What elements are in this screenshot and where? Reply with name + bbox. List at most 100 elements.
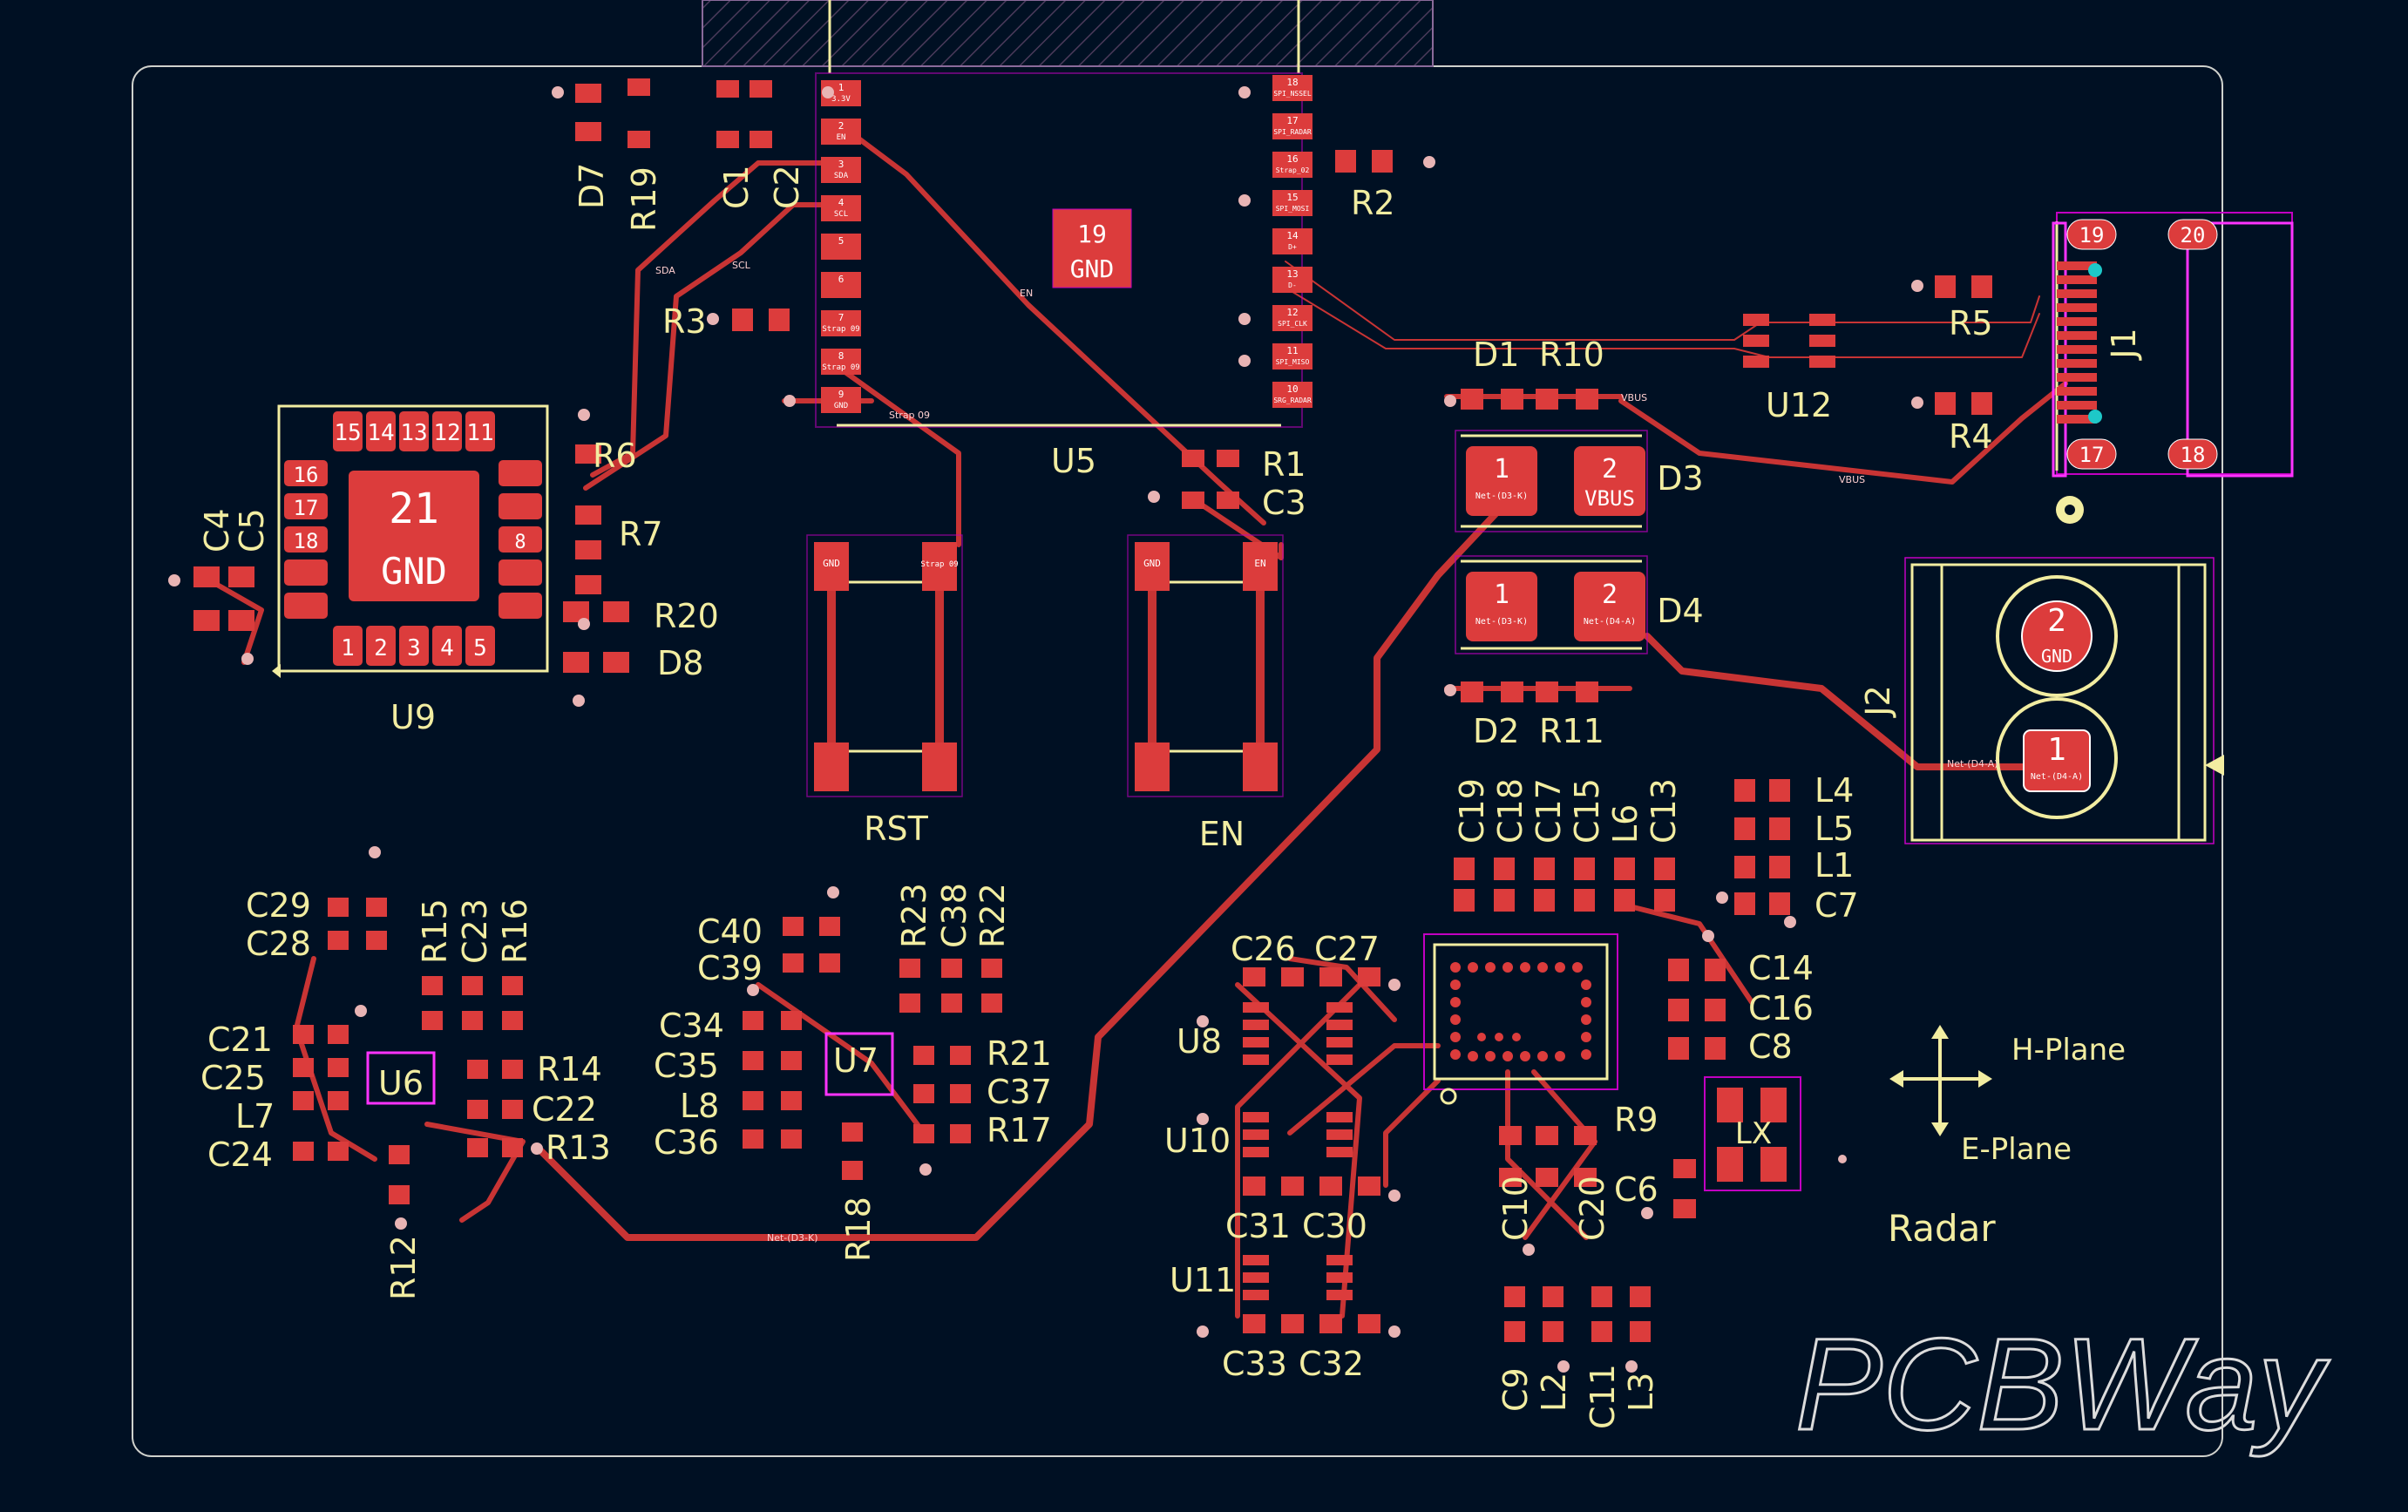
- rst-button[interactable]: GND Strap 09 RST: [806, 534, 963, 848]
- rst-button-label: RST: [864, 810, 929, 848]
- svg-text:5: 5: [838, 235, 844, 247]
- svg-text:R20: R20: [654, 597, 719, 635]
- svg-text:C36: C36: [654, 1123, 719, 1162]
- svg-text:C38: C38: [935, 883, 973, 948]
- svg-text:U7: U7: [833, 1041, 878, 1080]
- svg-text:R13: R13: [546, 1129, 611, 1167]
- svg-text:L3: L3: [1622, 1373, 1660, 1412]
- radar-label: Radar: [1888, 1207, 1996, 1250]
- svg-text:12: 12: [1286, 307, 1298, 318]
- svg-text:2: 2: [374, 635, 388, 661]
- svg-text:C14: C14: [1748, 949, 1814, 987]
- svg-text:14: 14: [367, 420, 394, 446]
- svg-text:SDA: SDA: [655, 265, 675, 276]
- u9-left-pin-numbers: 16 17 18: [294, 463, 319, 553]
- svg-text:U10: U10: [1164, 1122, 1231, 1160]
- svg-text:R15: R15: [416, 898, 454, 964]
- inductor-lx[interactable]: LX: [1704, 1076, 1801, 1191]
- svg-text:13: 13: [1286, 268, 1298, 280]
- svg-text:5: 5: [473, 635, 487, 661]
- pcbway-watermark: PCBWay: [1795, 1311, 2330, 1457]
- svg-text:R6: R6: [593, 437, 637, 475]
- svg-text:R7: R7: [619, 515, 663, 553]
- ic-u6[interactable]: [366, 1051, 436, 1105]
- svg-text:C6: C6: [1614, 1170, 1658, 1209]
- svg-text:C4: C4: [198, 508, 236, 553]
- svg-text:1: 1: [341, 635, 355, 661]
- svg-text:C2: C2: [768, 165, 806, 209]
- u9-left-pads: [284, 460, 328, 619]
- svg-text:L2: L2: [1535, 1373, 1573, 1412]
- svg-text:C5: C5: [233, 508, 271, 553]
- u5-module[interactable]: 1 2 3 4 5 6 7 8 9 3.3V EN SDA SCL Strap …: [815, 72, 1313, 480]
- svg-text:R5: R5: [1949, 304, 1993, 342]
- svg-text:SPI_NSSEL: SPI_NSSEL: [1273, 90, 1312, 98]
- svg-text:R2: R2: [1351, 184, 1395, 222]
- svg-text:EN: EN: [1020, 288, 1033, 299]
- svg-text:Strap 09: Strap 09: [822, 363, 859, 372]
- svg-text:D8: D8: [657, 644, 703, 682]
- svg-text:C39: C39: [697, 949, 763, 987]
- svg-text:R23: R23: [895, 883, 933, 948]
- svg-text:19: 19: [2079, 223, 2105, 247]
- svg-text:11: 11: [1286, 345, 1298, 356]
- svg-text:C11: C11: [1584, 1364, 1622, 1429]
- passive-components: [193, 78, 1992, 1342]
- svg-text:EN: EN: [1254, 558, 1265, 569]
- u9-ref: U9: [390, 698, 436, 736]
- u5-left-pin-numbers: 1 2 3 4 5 6 7 8 9: [838, 82, 844, 400]
- connector-j2[interactable]: 2 GND 1 Net-(D4-A) J2: [1859, 557, 2224, 844]
- svg-text:18: 18: [1286, 77, 1298, 88]
- svg-text:R9: R9: [1614, 1101, 1658, 1139]
- trace-net-labels: VBUS VBUS Net-(D3-K) Net-(D4-A) SDA SCL …: [655, 260, 1998, 1244]
- svg-text:SPI_CLK: SPI_CLK: [1278, 320, 1307, 328]
- svg-text:4: 4: [838, 197, 844, 208]
- svg-text:D2: D2: [1473, 712, 1519, 750]
- u5-right-pads: [1272, 75, 1313, 408]
- svg-text:C32: C32: [1299, 1345, 1364, 1383]
- svg-text:1: 1: [1494, 580, 1509, 610]
- svg-text:C8: C8: [1748, 1027, 1793, 1066]
- svg-text:9: 9: [838, 389, 844, 400]
- radar-rf-module[interactable]: [1423, 933, 1618, 1105]
- svg-text:C33: C33: [1222, 1345, 1287, 1383]
- d3-ref: D3: [1657, 459, 1703, 498]
- u9-right-pads: [499, 460, 542, 619]
- svg-text:2: 2: [838, 120, 844, 132]
- svg-text:R22: R22: [973, 883, 1012, 948]
- svg-text:R14: R14: [537, 1050, 602, 1088]
- svg-text:C26: C26: [1231, 930, 1296, 968]
- diode-d3[interactable]: 1 Net-(D3-K) 2 VBUS D3: [1455, 430, 1704, 532]
- svg-text:C37: C37: [987, 1073, 1052, 1111]
- svg-text:SPI_MISO: SPI_MISO: [1276, 358, 1310, 366]
- svg-text:1: 1: [1494, 454, 1509, 485]
- u5-ref: U5: [1051, 442, 1096, 480]
- svg-text:Net-(D3-K): Net-(D3-K): [1475, 617, 1528, 627]
- svg-text:R16: R16: [496, 898, 534, 964]
- ic-u7[interactable]: [824, 1032, 894, 1096]
- svg-text:C15: C15: [1568, 778, 1606, 844]
- svg-text:U11: U11: [1170, 1261, 1236, 1299]
- svg-text:C10: C10: [1496, 1176, 1535, 1241]
- u9-ic[interactable]: 15 14 13 12 11 1 2 3 4 5 16: [272, 404, 549, 736]
- svg-text:15: 15: [1286, 192, 1298, 203]
- gnd-pad-19[interactable]: 19 GND: [1052, 208, 1132, 288]
- svg-text:U6: U6: [378, 1064, 424, 1102]
- svg-text:D1: D1: [1473, 336, 1519, 374]
- svg-text:18: 18: [294, 529, 319, 553]
- usb-connector-j1[interactable]: 19 20 17 18 J1: [2052, 212, 2294, 524]
- svg-text:C7: C7: [1814, 886, 1859, 925]
- j2-ref: J2: [1859, 685, 1897, 717]
- diode-d4[interactable]: 1 Net-(D3-K) 2 Net-(D4-A) D4: [1455, 555, 1704, 654]
- silkscreen-refdes: D7 R19 C1 C2 R2 R3 R6 R7 C4 C5 R20 D8 R1…: [198, 163, 1993, 1429]
- svg-text:R11: R11: [1539, 712, 1604, 750]
- svg-text:D+: D+: [1288, 243, 1297, 251]
- svg-text:Strap 09: Strap 09: [822, 325, 859, 334]
- svg-text:L8: L8: [680, 1087, 719, 1125]
- j1-signal-pads: [2057, 261, 2097, 424]
- svg-text:C29: C29: [246, 886, 311, 925]
- svg-text:C25: C25: [200, 1059, 266, 1097]
- en-button[interactable]: GND EN EN: [1127, 534, 1284, 853]
- svg-text:C19: C19: [1453, 778, 1491, 844]
